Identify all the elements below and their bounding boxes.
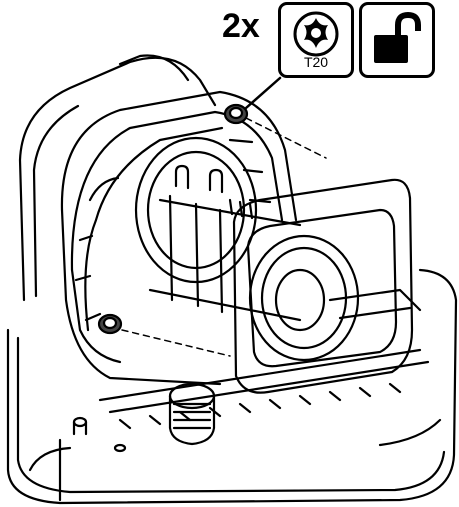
torx-size-label: T20 [303, 54, 329, 70]
screw-top [223, 103, 249, 125]
unlock-padlock-icon [374, 11, 421, 63]
torx-tool-box: T20 [278, 2, 354, 78]
sunshield [232, 178, 414, 394]
lens-barrel [148, 198, 302, 322]
quantity-label: 2x [222, 7, 260, 45]
guide-line-bottom [121, 329, 231, 357]
unlock-box [359, 2, 435, 78]
screw-bottom [97, 313, 123, 335]
lens-front [248, 234, 360, 362]
rail [98, 348, 430, 414]
back-shell [18, 56, 217, 302]
pointer-line [244, 76, 282, 110]
housing-base [6, 268, 458, 505]
lens-rear-ring [134, 136, 258, 284]
torx-screwdriver-icon [293, 11, 339, 57]
guide-line-top [245, 117, 327, 159]
mount-ring [60, 90, 298, 222]
